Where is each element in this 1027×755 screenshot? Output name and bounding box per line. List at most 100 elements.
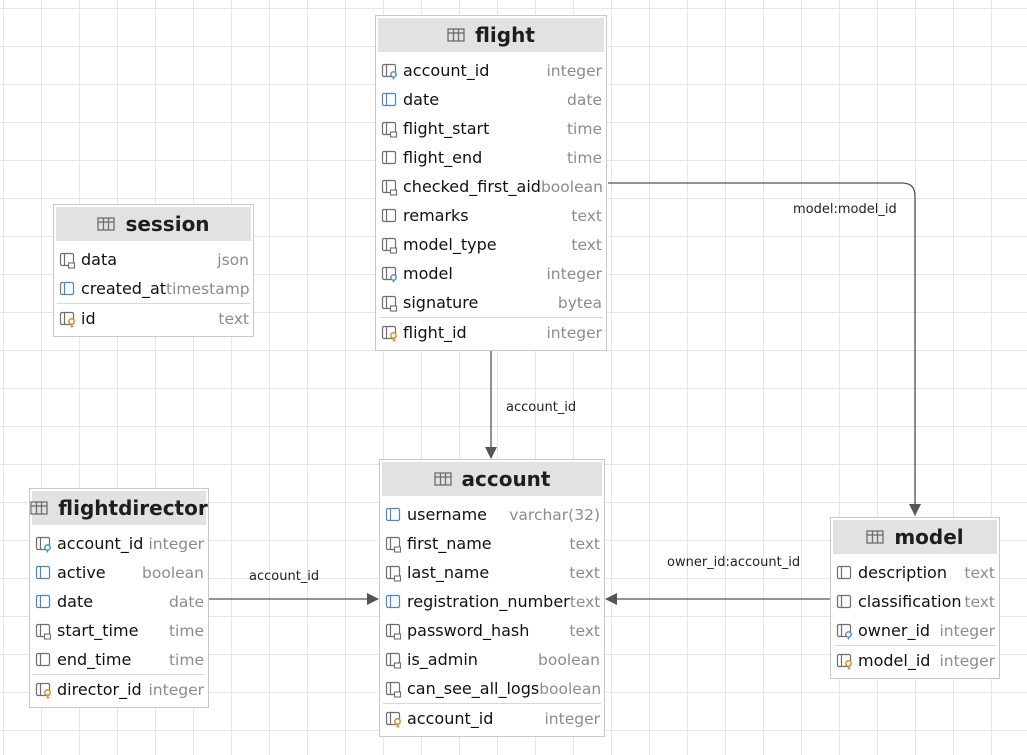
column-name: is_admin <box>407 650 478 669</box>
foreign-key-column-icon <box>381 62 399 80</box>
indexed-column-icon <box>385 506 403 524</box>
foreign-key-column-icon <box>836 622 854 640</box>
table-flight-title: flight <box>475 23 535 47</box>
column-name: flight_id <box>403 323 467 342</box>
not-null-column-icon <box>59 251 77 269</box>
column-name: classification <box>858 592 962 611</box>
column-name: last_name <box>407 563 490 582</box>
not-null-column-icon <box>385 622 403 640</box>
edge-model-account[interactable]: owner_id:account_id <box>605 555 831 605</box>
column-row-signature[interactable]: signature bytea <box>376 288 606 317</box>
column-icon <box>836 564 854 582</box>
column-type: integer <box>546 323 603 342</box>
edge-flight-account[interactable]: account_id <box>485 351 576 459</box>
table-account-header[interactable]: account <box>380 460 604 498</box>
table-session-header[interactable]: session <box>54 205 253 243</box>
column-name: username <box>407 505 487 524</box>
column-row-start-time[interactable]: start_time time <box>30 616 208 645</box>
column-name: id <box>81 309 96 328</box>
table-model-title: model <box>894 525 964 549</box>
key-separator <box>834 645 996 646</box>
column-name: model_id <box>858 651 931 670</box>
column-type: integer <box>544 709 601 728</box>
edge-flightdirector-account[interactable]: account_id <box>209 569 379 605</box>
table-flightdirector-header[interactable]: flightdirector <box>30 489 208 527</box>
column-name: date <box>57 592 94 611</box>
column-type: text <box>571 206 602 225</box>
column-name: start_time <box>57 621 139 640</box>
edge-label-flight-account: account_id <box>506 400 576 415</box>
edge-flight-model[interactable]: model:model_id <box>608 182 921 516</box>
column-type: time <box>168 621 204 640</box>
edge-label-flight-model: model:model_id <box>793 202 897 217</box>
column-name: account_id <box>403 61 490 80</box>
column-name: end_time <box>57 650 132 669</box>
indexed-column-icon <box>385 593 403 611</box>
indexed-column-icon <box>381 91 399 109</box>
key-separator <box>57 303 250 304</box>
column-row-owner-id[interactable]: owner_id integer <box>831 616 999 645</box>
column-type: bytea <box>557 293 602 312</box>
table-flight-header[interactable]: flight <box>376 16 606 54</box>
column-name: date <box>403 90 440 109</box>
key-separator <box>379 317 603 318</box>
column-name: can_see_all_logs <box>407 679 540 698</box>
foreign-key-column-icon <box>35 535 53 553</box>
primary-key-column-icon <box>836 652 854 670</box>
table-icon <box>433 471 452 487</box>
primary-key-column-icon <box>385 710 403 728</box>
column-row-last-name[interactable]: last_name text <box>380 558 604 587</box>
column-name: owner_id <box>858 621 931 640</box>
column-name: active <box>57 563 106 582</box>
not-null-column-icon <box>35 622 53 640</box>
column-name: data <box>81 250 118 269</box>
column-name: flight_end <box>403 148 483 167</box>
table-icon <box>97 216 116 232</box>
column-type: text <box>569 563 600 582</box>
primary-key-column-icon <box>59 310 77 328</box>
table-model-header[interactable]: model <box>831 518 999 556</box>
table-icon <box>447 27 465 43</box>
column-icon <box>836 593 854 611</box>
column-name: signature <box>403 293 479 312</box>
table-session-title: session <box>125 212 210 236</box>
table-icon <box>866 529 884 545</box>
column-row-flight-id[interactable]: flight_id integer <box>376 318 606 347</box>
column-name: password_hash <box>407 621 530 640</box>
column-type: boolean <box>539 679 602 698</box>
column-type: text <box>569 592 601 611</box>
column-type: integer <box>939 621 996 640</box>
